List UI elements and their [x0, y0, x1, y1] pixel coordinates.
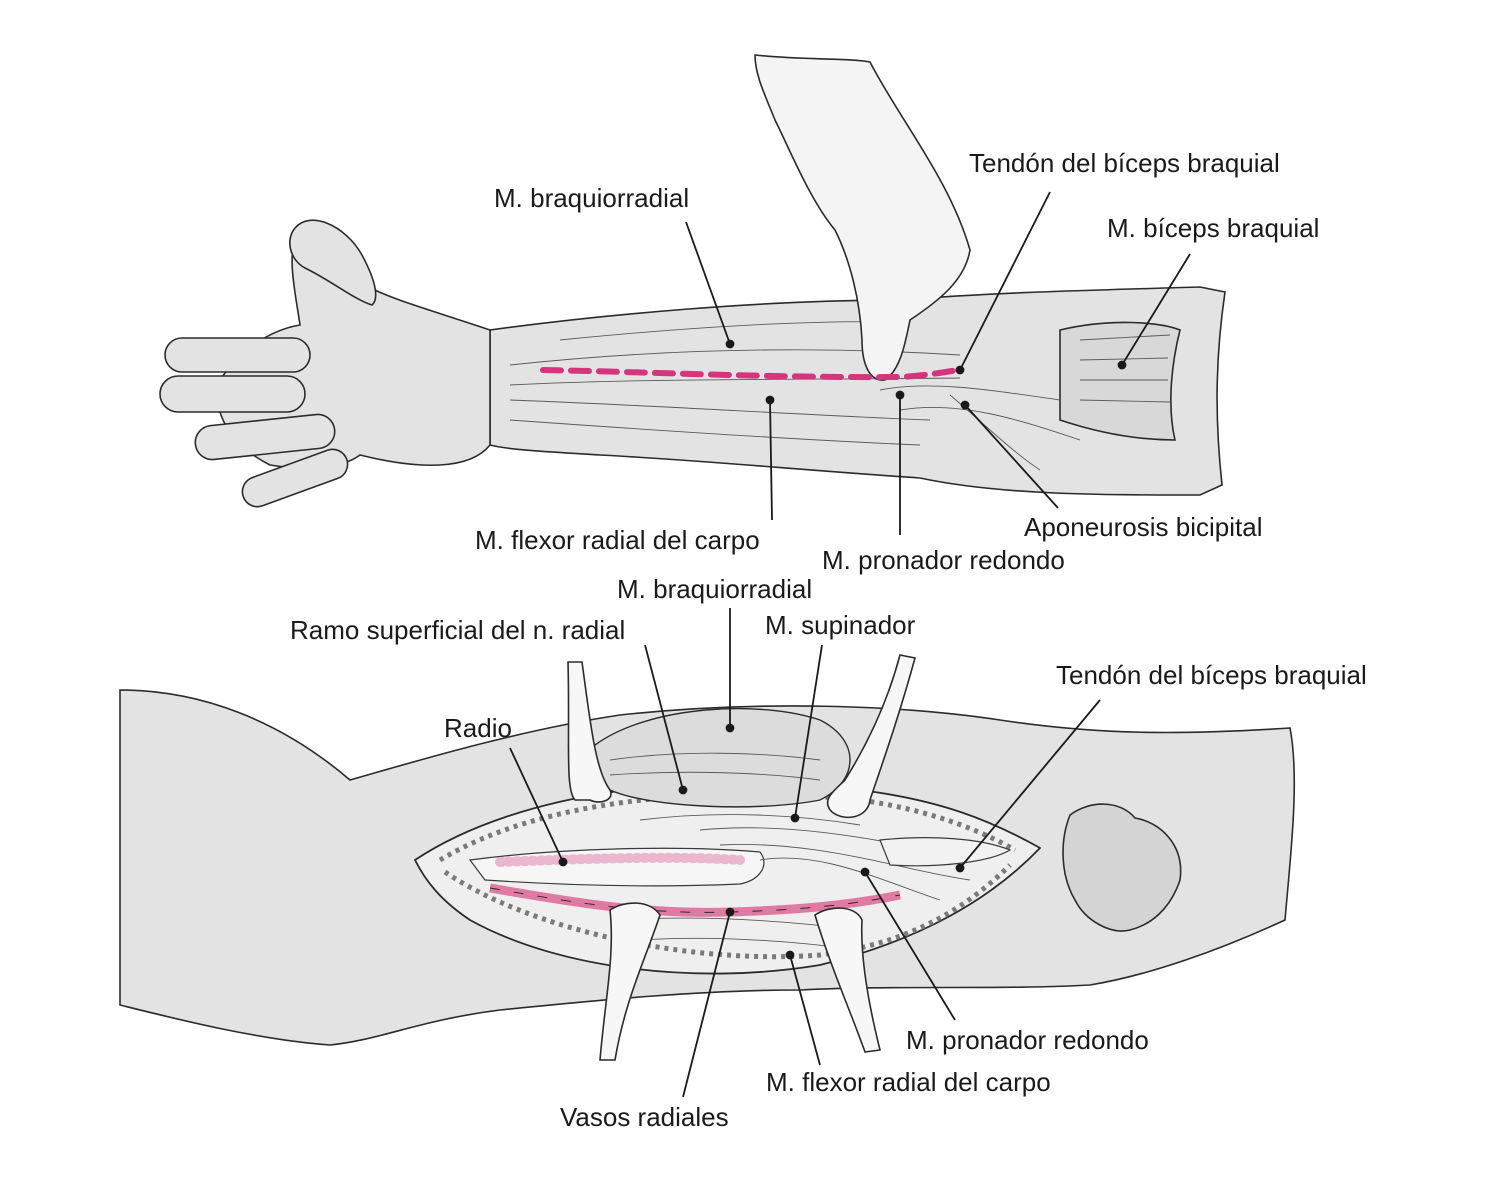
label-top-braquiorradial: M. braquiorradial: [494, 183, 690, 213]
retractor-bottom-left: [599, 902, 661, 1061]
label-bottom-braquiorradial: M. braquiorradial: [617, 574, 813, 604]
top-finger-3: [194, 413, 336, 461]
bottom-biceps-tendon: [879, 837, 1012, 867]
top-finger-2: [159, 375, 306, 413]
top-forearm: [159, 219, 1226, 508]
label-bottom-supinador: M. supinador: [765, 610, 916, 640]
label-bottom-tendon-biceps: Tendón del bíceps braquial: [1056, 660, 1367, 690]
top-biceps-region: [1059, 321, 1181, 441]
top-finger-4: [241, 448, 349, 508]
top-incision-line: [540, 367, 961, 381]
top-forearm-outline: [489, 286, 1226, 496]
label-top-pronador: M. pronador redondo: [822, 545, 1065, 575]
top-leaders: [685, 191, 1191, 535]
label-bottom-flexor-radial: M. flexor radial del carpo: [766, 1067, 1051, 1097]
bottom-retractors: [567, 654, 916, 1061]
top-surgeon-finger: [754, 54, 971, 381]
label-bottom-vasos-radiales: Vasos radiales: [560, 1102, 729, 1132]
retractor-bottom-right: [814, 907, 881, 1053]
label-top-biceps: M. bíceps braquial: [1107, 213, 1320, 243]
label-top-tendon-biceps: Tendón del bíceps braquial: [969, 148, 1280, 178]
label-bottom-radio: Radio: [444, 713, 512, 743]
bottom-leaders: [509, 608, 1101, 1098]
retractor-top-right: [826, 654, 916, 819]
bottom-elbow: [1062, 803, 1182, 932]
label-top-flexor-radial: M. flexor radial del carpo: [475, 525, 760, 555]
label-bottom-ramo-superficial: Ramo superficial del n. radial: [290, 615, 626, 645]
top-thumb: [289, 219, 377, 306]
top-finger-1: [164, 337, 311, 373]
label-bottom-pronador: M. pronador redondo: [906, 1025, 1149, 1055]
retractor-top-left: [567, 661, 612, 803]
bottom-incision: [413, 707, 1042, 975]
label-top-aponeurosis: Aponeurosis bicipital: [1024, 512, 1263, 542]
